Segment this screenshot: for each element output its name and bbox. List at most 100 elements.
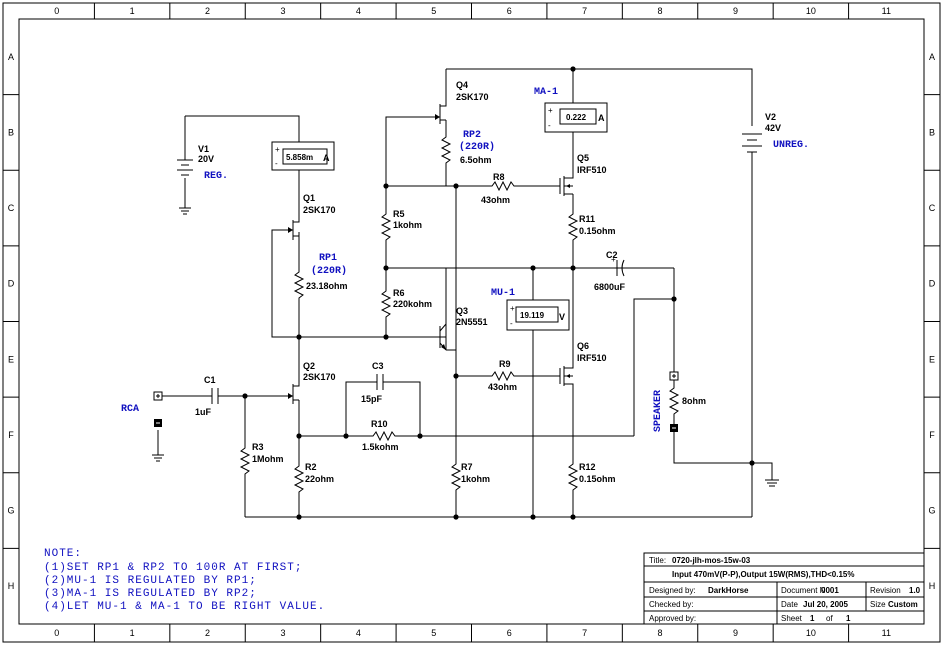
- grid-col-top: 1: [130, 6, 135, 16]
- revision-value: 1.0: [909, 586, 921, 595]
- capacitors: +: [208, 255, 630, 404]
- junction-dot: [343, 433, 349, 439]
- c1-value: 1uF: [195, 407, 212, 417]
- svg-text:-: -: [548, 121, 551, 130]
- meter-m1-value: 5.858m: [286, 153, 313, 162]
- rca-connector[interactable]: [153, 391, 163, 427]
- q5-symbol: [559, 170, 574, 196]
- title-value: 0720-jlh-mos-15w-03: [672, 556, 751, 565]
- meter-mu1-value: 19.119: [520, 311, 545, 320]
- annotations: REG. UNREG. RP1 (220R) RP2 (220R) MA-1 M…: [121, 87, 809, 432]
- c3-symbol: [372, 374, 388, 390]
- junction-dot: [530, 265, 536, 271]
- r2-ref: R2: [305, 462, 317, 472]
- junction-dot: [570, 514, 576, 520]
- r12-ref: R12: [579, 462, 596, 472]
- meter-ma1[interactable]: +- 0.222 A: [544, 102, 608, 133]
- r3-ref: R3: [252, 442, 264, 452]
- document-label: Document N: [781, 586, 826, 595]
- meter-m1-unit: A: [323, 153, 330, 163]
- junction-dot: [383, 334, 389, 340]
- r11-ref: R11: [579, 214, 595, 224]
- note-heading: NOTE:: [44, 548, 82, 560]
- date-label: Date: [781, 600, 798, 609]
- r5-ref: R5: [393, 209, 405, 219]
- battery-v2-symbol: [742, 133, 762, 153]
- junction-dot: [296, 334, 302, 340]
- grid-col-bottom: 6: [507, 628, 512, 638]
- rp2-label: RP2: [463, 130, 481, 141]
- note-line-4: (4)LET MU-1 & MA-1 TO BE RIGHT VALUE.: [44, 601, 325, 613]
- rca-label: RCA: [121, 404, 139, 415]
- subtitle-value: Input 470mV(P-P),Output 15W(RMS),THD<0.1…: [672, 570, 854, 579]
- grid-col-top: 3: [280, 6, 285, 16]
- r6-symbol: [380, 287, 392, 319]
- sheet-value: 1: [810, 614, 815, 623]
- q1-value: 2SK170: [303, 205, 336, 215]
- ma1-label: MA-1: [534, 87, 558, 98]
- svg-text:+: +: [510, 304, 515, 313]
- note-line-1: (1)SET RP1 & RP2 TO 100R AT FIRST;: [44, 562, 302, 574]
- grid-row-left: C: [8, 203, 15, 213]
- r8-ref: R8: [493, 172, 505, 182]
- grid-col-bottom: 1: [130, 628, 135, 638]
- note-line-3: (3)MA-1 IS REGULATED BY RP2;: [44, 588, 257, 600]
- speaker-connector[interactable]: [669, 371, 679, 432]
- spk-value: 8ohm: [682, 396, 706, 406]
- r5-value: 1kohm: [393, 220, 422, 230]
- meter-ma1-unit: A: [598, 113, 605, 123]
- connectors[interactable]: [153, 371, 679, 432]
- grid-row-left: H: [8, 581, 15, 591]
- r9-symbol: [488, 370, 516, 382]
- rp2-value: 6.5ohm: [460, 155, 492, 165]
- rp1-label: RP1: [319, 253, 337, 264]
- approved-label: Approved by:: [649, 614, 696, 623]
- junction-dot: [570, 265, 576, 271]
- v1-value: 20V: [198, 154, 214, 164]
- meter-mu1[interactable]: +- 19.119 V: [506, 299, 570, 331]
- grid-col-top: 0: [54, 6, 59, 16]
- r2-value: 22ohm: [305, 474, 334, 484]
- q4-ref: Q4: [456, 80, 468, 90]
- svg-text:+: +: [611, 255, 616, 264]
- grid-row-right: B: [929, 127, 935, 137]
- grid-col-top: 7: [582, 6, 587, 16]
- grid-row-right: D: [929, 279, 936, 289]
- r10-symbol: [369, 430, 397, 442]
- meter-mu1-unit: V: [559, 312, 565, 322]
- r12-symbol: [567, 460, 579, 492]
- junction-dot: [570, 66, 576, 72]
- unreg-label: UNREG.: [773, 140, 809, 151]
- junction-dot: [296, 433, 302, 439]
- r3-symbol: [239, 444, 251, 476]
- junctions: [242, 66, 755, 520]
- junction-dot: [383, 265, 389, 271]
- grid-col-top: 10: [806, 6, 816, 16]
- size-value: Custom: [888, 600, 918, 609]
- q2-ref: Q2: [303, 361, 315, 371]
- rp2-range-label: (220R): [459, 141, 495, 153]
- junction-dot: [749, 460, 755, 466]
- q3-value: 2N5551: [456, 317, 488, 327]
- c2-ref: C2: [606, 250, 618, 260]
- date-value: Jul 20, 2005: [803, 600, 848, 609]
- junction-dot: [383, 183, 389, 189]
- sheet-label: Sheet: [781, 614, 803, 623]
- grounds: [152, 207, 779, 487]
- note-line-2: (2)MU-1 IS REGULATED BY RP1;: [44, 575, 257, 587]
- v2-ref: V2: [765, 112, 776, 122]
- rp1-range-label: (220R): [311, 265, 347, 277]
- r2-symbol: [293, 462, 305, 494]
- svg-text:-: -: [275, 159, 278, 168]
- grid-col-top: 4: [356, 6, 361, 16]
- battery-v1-symbol: [177, 159, 193, 176]
- q4-value: 2SK170: [456, 92, 489, 102]
- grid-row-right: A: [929, 52, 935, 62]
- grid-row-right: C: [929, 203, 936, 213]
- meter-m1[interactable]: +- 5.858m A: [271, 141, 335, 171]
- grid-col-top: 6: [507, 6, 512, 16]
- c2-symbol: +: [611, 255, 630, 277]
- q3-ref: Q3: [456, 306, 468, 316]
- grid-row-right: F: [929, 430, 935, 440]
